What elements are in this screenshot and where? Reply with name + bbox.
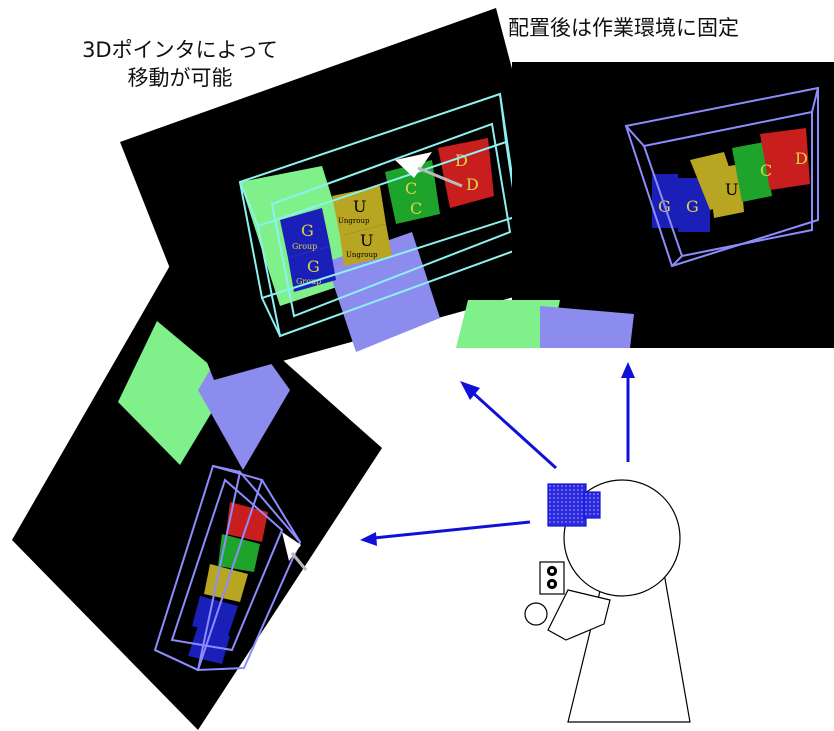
right-cube-c-letter: C — [760, 161, 772, 180]
right-scene-panel: G G U C D — [456, 62, 834, 348]
cube-g-word-2: Group — [296, 277, 321, 286]
cube-g-word-1: Group — [292, 242, 317, 251]
middle-cube-row: G Group G Group U Ungroup U Ungroup C C … — [280, 138, 494, 292]
right-cube-u-letter: U — [725, 180, 738, 199]
middle-scene-panel: G Group G Group U Ungroup U Ungroup C C … — [120, 8, 568, 380]
cube-c-letter-2: C — [410, 199, 422, 218]
cube-u-word-1: Ungroup — [338, 217, 370, 225]
cube-u-word-2: Ungroup — [346, 251, 378, 259]
right-cube-g-letter-2: G — [686, 197, 699, 216]
pointer-arrow-left — [282, 532, 301, 561]
green-floating-panel — [118, 321, 230, 465]
right-violet-wire-box — [624, 86, 819, 268]
caption-movable: 3Dポインタによって 移動が可能 — [30, 36, 330, 92]
head-mounted-display — [547, 483, 587, 527]
cube-g-letter-1: G — [301, 221, 314, 240]
user-hand — [524, 602, 548, 626]
cube-u-letter-1: U — [353, 197, 366, 216]
caption-fixed: 配置後は作業環境に固定 — [508, 16, 739, 40]
cube-g-letter-2: G — [307, 257, 320, 276]
direction-arrows — [360, 362, 635, 546]
cube-u-letter-2: U — [360, 231, 373, 250]
left-violet-wire-box — [153, 464, 302, 672]
right-cube-row: G G U C D — [652, 128, 810, 232]
left-cube-stack — [188, 502, 268, 664]
right-cube-d-letter: D — [795, 149, 808, 168]
cube-c-letter-1: C — [405, 179, 417, 198]
caption-movable-line2: 移動が可能 — [127, 66, 233, 90]
pointer-arrow-middle — [395, 152, 432, 178]
user-figure — [524, 479, 691, 723]
user-arm — [547, 589, 611, 641]
caption-movable-line1: 3Dポインタによって — [82, 38, 278, 62]
cube-d-letter-2: D — [466, 175, 479, 194]
cube-d-letter-1: D — [455, 151, 468, 170]
